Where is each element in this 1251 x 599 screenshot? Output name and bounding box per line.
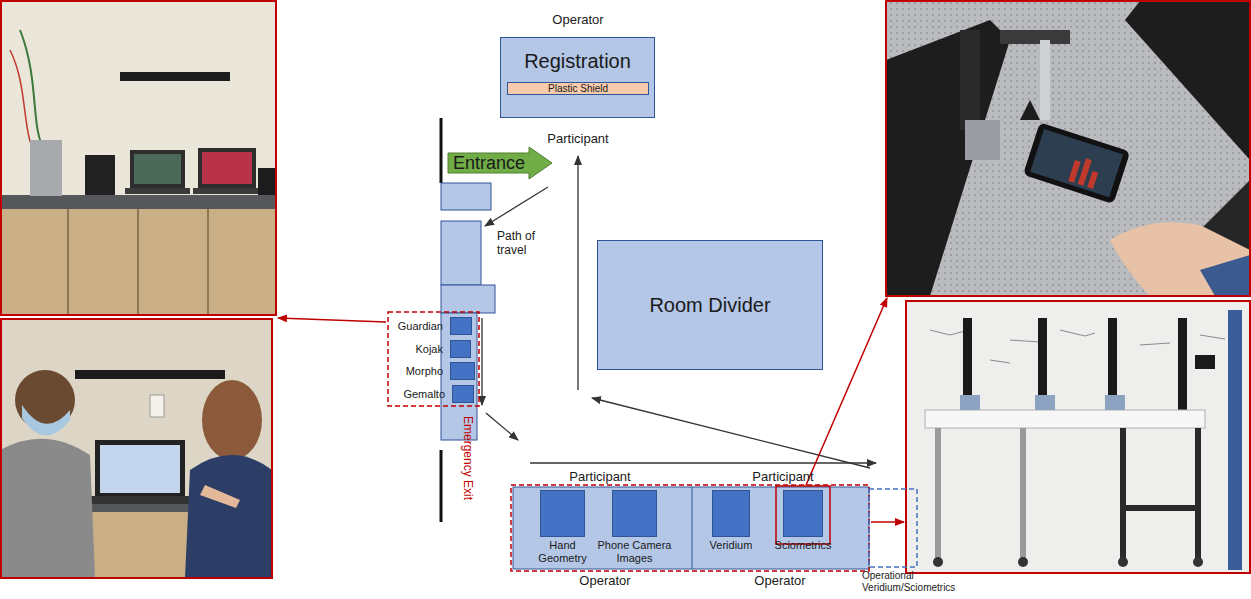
plastic-shield: Plastic Shield: [507, 82, 649, 95]
scanner-station: Morpho: [450, 362, 475, 380]
exit-label: Emergency Exit: [461, 416, 475, 500]
area-label: Operational Veridium/Sciometrics: [862, 570, 974, 594]
node-text: Room Divider: [649, 294, 770, 317]
scanner-station: Gemalto: [452, 385, 474, 403]
capture-station: Phone Camera Images: [612, 490, 657, 537]
entrance-arrow: Entrance: [447, 146, 553, 180]
area-label: Operator: [552, 12, 603, 27]
node-text: Veridium: [710, 539, 753, 552]
node-text: Entrance: [453, 153, 525, 174]
node-text: Phone Camera Images: [596, 539, 674, 565]
photo-participants: [0, 319, 272, 578]
node-text: Gemalto: [403, 388, 445, 400]
node-text: Hand Geometry: [531, 539, 595, 565]
scanner-station: Kojak: [450, 340, 471, 358]
area-label: Participant: [547, 131, 608, 146]
node-text: Plastic Shield: [548, 83, 608, 94]
area-label: Operator: [579, 573, 630, 588]
node-text: Kojak: [415, 343, 443, 355]
node-text: Morpho: [406, 365, 443, 377]
capture-station: Veridium: [712, 490, 750, 537]
photo-contactless-rig: [886, 1, 1250, 296]
node-text: Guardian: [398, 320, 443, 332]
capture-station: Hand Geometry: [540, 490, 585, 537]
room-divider: Room Divider: [597, 240, 823, 370]
photo-workstation: [0, 1, 276, 315]
area-label: Operator: [754, 573, 805, 588]
capture-station: Sciometrics: [783, 490, 823, 537]
travel-arrows: [482, 156, 876, 468]
photo-operational-setup: [906, 301, 1250, 573]
node-text: Registration: [501, 38, 654, 73]
area-label: Path of travel: [497, 229, 543, 258]
node-text: Sciometrics: [775, 539, 832, 552]
area-label: Participant: [752, 469, 813, 484]
area-label: Participant: [569, 469, 630, 484]
floor-plan: [441, 118, 869, 569]
registration-desk: RegistrationPlastic Shield: [500, 37, 655, 118]
scanner-station: Guardian: [450, 317, 472, 335]
